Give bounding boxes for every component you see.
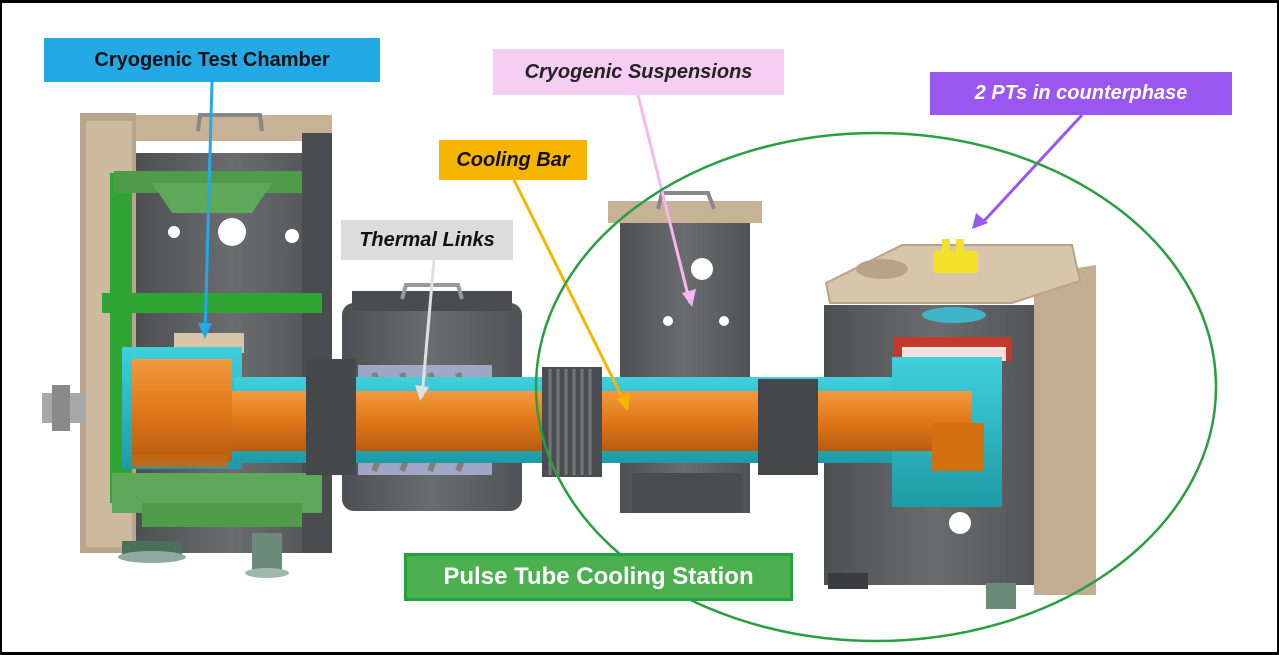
label-cooling-bar: Cooling Bar: [439, 140, 587, 180]
callout-arrows: [198, 81, 1084, 411]
diagram-frame: Cryogenic Test Chamber Cryogenic Suspens…: [2, 3, 1277, 652]
label-pulse-tube-cooling-station-text: Pulse Tube Cooling Station: [407, 556, 790, 598]
label-thermal-links: Thermal Links: [341, 220, 513, 260]
test-chamber-body: [42, 113, 332, 578]
station-ellipse: [534, 131, 1218, 643]
label-cryogenic-test-chamber: Cryogenic Test Chamber: [44, 38, 380, 82]
label-cryogenic-suspensions: Cryogenic Suspensions: [493, 49, 784, 95]
label-pts-counterphase: 2 PTs in counterphase: [930, 72, 1232, 115]
suspension-column: [608, 191, 762, 513]
cryostat-illustration: [42, 81, 1218, 643]
label-pulse-tube-cooling-station: Pulse Tube Cooling Station: [404, 553, 793, 601]
cooling-bar-assembly: [122, 347, 1002, 507]
